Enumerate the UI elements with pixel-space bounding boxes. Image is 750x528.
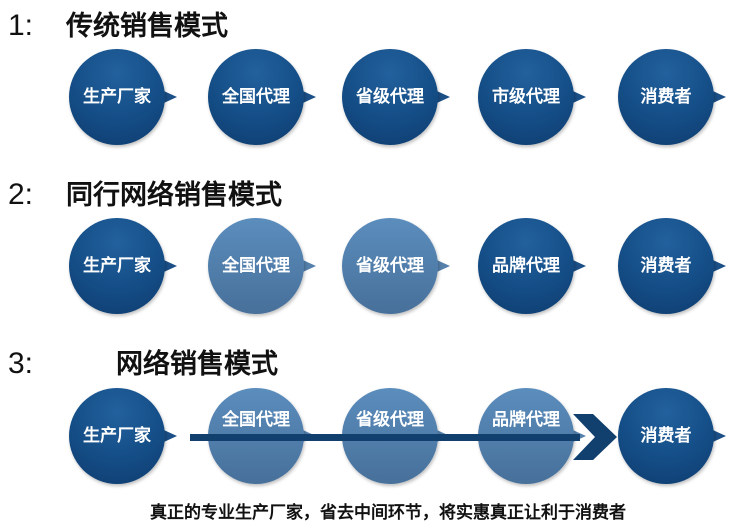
- node-label: 市级代理: [492, 87, 560, 107]
- node-label: 全国代理: [222, 256, 290, 276]
- bypass-arrow-shaft: [190, 434, 580, 441]
- node-circle: [618, 388, 714, 484]
- node-circle: [69, 218, 165, 314]
- caption: 真正的专业生产厂家，省去中间环节，将实惠真正让利于消费者: [150, 503, 626, 523]
- node-circle: [478, 49, 574, 145]
- node-row2-2: 全国代理: [208, 218, 316, 314]
- node-circle: [69, 49, 165, 145]
- node-label: 全国代理: [222, 87, 290, 107]
- node-circle: [618, 218, 714, 314]
- node-label: 品牌代理: [492, 256, 560, 276]
- node-row1-2: 全国代理: [208, 49, 316, 145]
- node-row2-1: 生产厂家: [69, 218, 177, 314]
- row-3-title: 3:网络销售模式: [8, 347, 278, 380]
- node-row3-5: 消费者: [618, 388, 726, 484]
- node-circle: [208, 218, 304, 314]
- node-label: 消费者: [640, 87, 692, 107]
- node-row1-1: 生产厂家: [69, 49, 177, 145]
- node-circle: [208, 49, 304, 145]
- node-circle: [342, 49, 438, 145]
- node-row2-5: 消费者: [618, 218, 726, 314]
- node-circle: [478, 218, 574, 314]
- node-circle: [618, 49, 714, 145]
- node-row2-3: 省级代理: [342, 218, 450, 314]
- row-1-title: 1:传统销售模式: [8, 9, 228, 42]
- node-label: 省级代理: [356, 256, 424, 276]
- node-label: 省级代理: [356, 87, 424, 107]
- node-label: 生产厂家: [83, 87, 151, 107]
- node-label: 消费者: [640, 256, 692, 276]
- row-2-title: 2:同行网络销售模式: [8, 178, 282, 211]
- node-row2-4: 品牌代理: [478, 218, 586, 314]
- node-row1-5: 消费者: [618, 49, 726, 145]
- node-circle: [342, 218, 438, 314]
- node-label: 生产厂家: [83, 256, 151, 276]
- node-circle: [69, 388, 165, 484]
- node-label: 生产厂家: [83, 426, 151, 446]
- bypass-arrow-head-icon: [573, 414, 617, 460]
- node-row3-1: 生产厂家: [69, 388, 177, 484]
- node-label: 消费者: [640, 426, 692, 446]
- node-row1-4: 市级代理: [478, 49, 586, 145]
- node-row1-3: 省级代理: [342, 49, 450, 145]
